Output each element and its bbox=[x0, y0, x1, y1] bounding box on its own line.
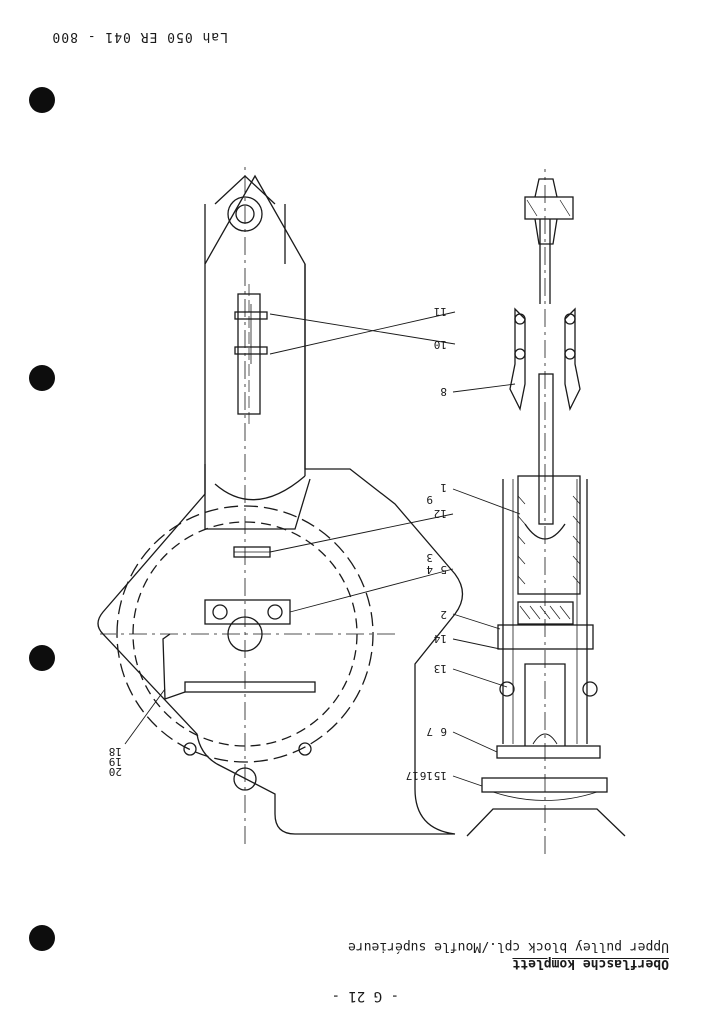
callout-11: 11 bbox=[434, 305, 447, 318]
callout-7: 7 bbox=[426, 725, 433, 738]
side-elevation-view bbox=[97, 164, 464, 844]
binder-hole-4 bbox=[29, 925, 55, 951]
callout-6: 6 bbox=[440, 725, 447, 738]
callout-labels: 11 10 8 1 9 12 3 4 5 2 14 13 6 7 15 16 1… bbox=[109, 305, 447, 782]
callout-2: 2 bbox=[440, 608, 447, 621]
section-view bbox=[466, 169, 626, 854]
leader-lines bbox=[124, 311, 521, 787]
callout-20: 20 bbox=[109, 765, 122, 778]
callout-1: 1 bbox=[440, 481, 447, 494]
callout-18: 18 bbox=[109, 745, 122, 758]
binder-hole-3 bbox=[29, 645, 55, 671]
callout-12: 12 bbox=[434, 507, 447, 520]
callout-9: 9 bbox=[426, 493, 433, 506]
callout-15: 15 bbox=[434, 769, 447, 782]
callout-19: 19 bbox=[109, 755, 122, 768]
eye-hole bbox=[233, 767, 257, 791]
callout-3: 3 bbox=[426, 551, 433, 564]
callout-4: 4 bbox=[426, 563, 433, 576]
callout-14: 14 bbox=[433, 632, 447, 645]
side-plate-outline bbox=[97, 174, 464, 835]
callout-16: 16 bbox=[420, 769, 433, 782]
callout-17: 17 bbox=[406, 769, 419, 782]
binder-hole-2 bbox=[29, 365, 55, 391]
callout-10: 10 bbox=[434, 338, 447, 351]
binder-hole-1 bbox=[29, 87, 55, 113]
callout-13: 13 bbox=[434, 662, 447, 675]
callout-5: 5 bbox=[440, 563, 447, 576]
sheave-circle-dashed bbox=[116, 505, 374, 763]
callout-8: 8 bbox=[440, 385, 447, 398]
